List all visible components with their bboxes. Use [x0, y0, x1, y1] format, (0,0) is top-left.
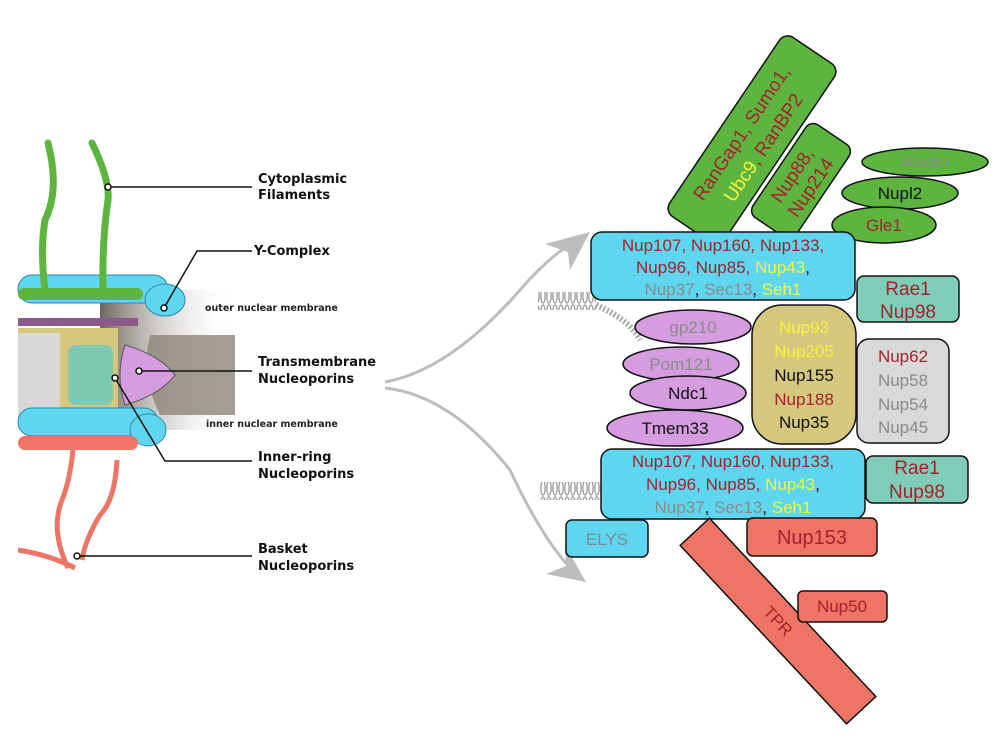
fg-nups: Nup62 Nup58 Nup54 Nup45: [856, 338, 950, 444]
svg-text:Nup155: Nup155: [774, 366, 834, 385]
basket-filament-2: [79, 459, 120, 561]
svg-text:Nup107, Nup160, Nup133,: Nup107, Nup160, Nup133,: [622, 236, 824, 255]
filament-1: [39, 139, 57, 294]
gle1: Gle1: [831, 206, 937, 244]
y-complex-top: Nup107, Nup160, Nup133, Nup96, Nup85, Nu…: [590, 231, 856, 301]
svg-text:Gle1: Gle1: [866, 216, 902, 235]
basket-filament-1: [54, 449, 76, 570]
label-y-complex: Y-Complex: [253, 244, 330, 259]
basket-ring: [18, 436, 138, 450]
filament-2: [88, 139, 112, 294]
membrane-helix-curve: [594, 302, 643, 342]
central-channel: [18, 333, 60, 418]
svg-text:Nup205: Nup205: [774, 342, 834, 361]
marker-ycomplex: [160, 304, 168, 312]
svg-text:Tmem33: Tmem33: [641, 419, 708, 438]
marker-transmembrane: [135, 367, 143, 375]
membrane-helix-top: [538, 292, 596, 310]
arrowhead-bottom: [546, 545, 586, 582]
leader-lines: [77, 186, 252, 557]
pore-channel: [146, 335, 235, 415]
svg-text:Nup58: Nup58: [878, 371, 928, 390]
marker-filament: [104, 183, 112, 191]
elys: ELYS: [565, 519, 649, 558]
svg-text:Nup62: Nup62: [878, 347, 928, 366]
svg-text:Nup96, Nup85, Nup43,: Nup96, Nup85, Nup43,: [646, 475, 820, 494]
membrane-helix-bottom: [540, 482, 602, 500]
transmembrane-nups: gp210 Pom121 Ndc1 Tmem33: [606, 309, 752, 447]
svg-text:Ndc1: Ndc1: [668, 384, 708, 403]
svg-text:Nupl2: Nupl2: [878, 184, 922, 203]
marker-basket: [73, 552, 81, 560]
svg-text:ELYS: ELYS: [586, 530, 628, 549]
arrowhead-top: [545, 232, 590, 270]
arrow-bottom: [384, 386, 580, 578]
transmembrane-band: [18, 318, 138, 326]
rae1-nup98-top: Rae1 Nup98: [856, 275, 960, 323]
nupl2: Nupl2: [841, 176, 959, 210]
svg-text:gp210: gp210: [669, 318, 716, 337]
aladin: Aladin: [861, 147, 989, 177]
svg-text:Rae1: Rae1: [885, 279, 930, 300]
svg-text:Nup96, Nup85, Nup43,: Nup96, Nup85, Nup43,: [636, 258, 810, 277]
svg-text:Aladin: Aladin: [901, 153, 948, 172]
nup50: Nup50: [797, 590, 888, 623]
y-complex-lower: [129, 413, 167, 447]
svg-text:Rae1: Rae1: [894, 458, 939, 479]
svg-text:Nup153: Nup153: [777, 527, 847, 549]
rae1-nup98-bottom: Rae1 Nup98: [865, 455, 969, 504]
nup153: Nup153: [746, 517, 878, 557]
svg-text:Nup37, Sec13, Seh1: Nup37, Sec13, Seh1: [655, 498, 812, 517]
marker-innerring: [111, 374, 119, 382]
central-plug: [68, 345, 113, 405]
expansion-arrows: [384, 236, 581, 578]
svg-text:Nup35: Nup35: [779, 413, 829, 432]
arrow-top: [384, 236, 581, 384]
svg-text:Nup37, Sec13, Seh1: Nup37, Sec13, Seh1: [645, 280, 802, 299]
svg-text:Nup188: Nup188: [774, 390, 834, 409]
label-inner-membrane: inner nuclear membrane: [206, 419, 338, 430]
svg-text:Nup50: Nup50: [817, 597, 867, 616]
svg-text:Nup98: Nup98: [889, 482, 945, 503]
svg-text:Nup107, Nup160, Nup133,: Nup107, Nup160, Nup133,: [632, 452, 834, 471]
svg-text:Nup45: Nup45: [878, 418, 928, 437]
label-outer-membrane: outer nuclear membrane: [205, 303, 338, 314]
inner-ring-nups: Nup93 Nup205 Nup155 Nup188 Nup35: [751, 304, 857, 445]
svg-text:Nup98: Nup98: [880, 302, 936, 323]
svg-text:Nup93: Nup93: [779, 318, 829, 337]
svg-text:Nup54: Nup54: [878, 395, 928, 414]
cytoplasmic-ring: [18, 288, 143, 300]
tpr: TPR: [679, 517, 877, 725]
basket-bottom: [17, 547, 77, 571]
svg-text:Pom121: Pom121: [649, 355, 712, 374]
y-complex-bottom: Nup107, Nup160, Nup133, Nup96, Nup85, Nu…: [600, 448, 866, 520]
y-complex-shape: [144, 283, 186, 317]
transmembrane-shape: [119, 344, 176, 406]
